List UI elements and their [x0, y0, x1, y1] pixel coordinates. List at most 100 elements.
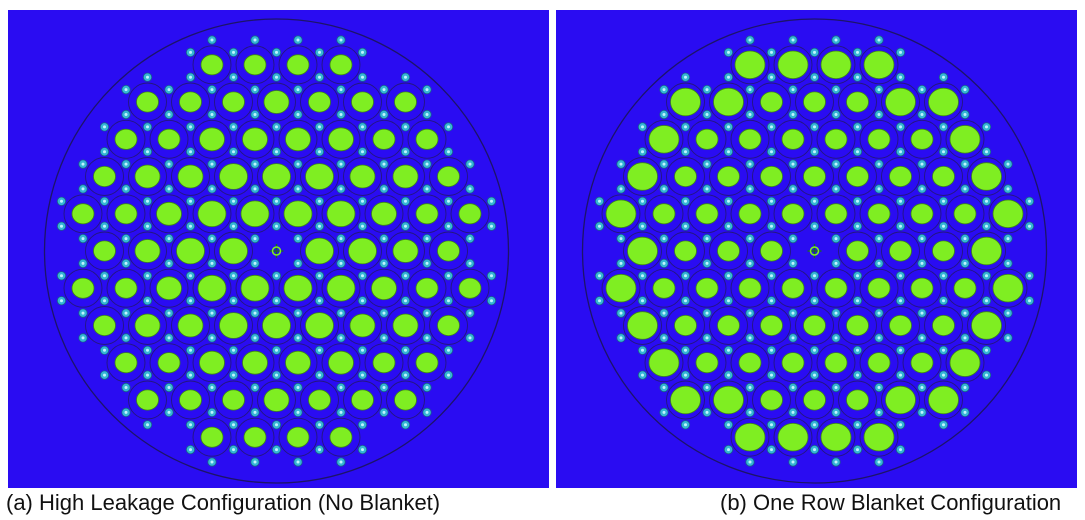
coolant-pin-core — [942, 199, 945, 203]
coolant-pin-core — [619, 261, 623, 265]
coolant-pin-core — [275, 299, 278, 303]
coolant-pin-core — [877, 113, 881, 116]
coolant-pin-core — [684, 274, 687, 278]
coolant-pin-core — [920, 187, 924, 191]
assembly-ring — [902, 119, 942, 159]
coolant-pin-core — [791, 237, 795, 241]
assembly-ring — [128, 157, 167, 196]
fuel-assembly — [910, 203, 934, 225]
coolant-pin-core — [210, 460, 214, 464]
fuel-assembly — [932, 165, 955, 187]
assembly-ring — [235, 119, 275, 159]
coolant-pin-core — [404, 299, 407, 303]
blanket-assembly — [627, 236, 658, 266]
coolant-pin-core — [856, 224, 859, 228]
coolant-pin-core — [361, 373, 364, 377]
fuel-assembly — [674, 314, 697, 336]
fuel-assembly — [243, 54, 267, 76]
assembly-ring — [687, 194, 727, 234]
assembly-ring — [967, 306, 1006, 345]
coolant-pin-core — [705, 336, 709, 340]
coolant-pin-core — [382, 237, 386, 241]
coolant-pin-core — [856, 125, 859, 129]
coolant-pin-core — [296, 237, 300, 241]
coolant-pin-core — [447, 348, 450, 352]
fuel-assembly — [136, 389, 159, 411]
fuel-assembly — [349, 313, 376, 338]
assembly-ring — [795, 157, 834, 196]
coolant-pin-core — [727, 299, 730, 303]
assembly-ring — [709, 82, 748, 122]
fuel-assembly — [157, 352, 181, 374]
assembly-ring — [709, 306, 748, 345]
fuel-assembly — [348, 237, 377, 265]
coolant-pin-core — [942, 224, 945, 228]
coolant-pin-core — [813, 299, 816, 303]
assembly-ring — [300, 306, 339, 345]
coolant-pin-core — [425, 88, 429, 92]
blanket-assembly — [820, 423, 852, 452]
coolant-pin-core — [727, 448, 730, 452]
coolant-pin-core — [425, 237, 429, 241]
coolant-pin-core — [641, 299, 644, 303]
coolant-pin-core — [124, 162, 128, 166]
blanket-assembly — [949, 125, 981, 154]
assembly-ring — [235, 194, 275, 234]
coolant-pin-core — [770, 423, 773, 427]
one-row-blanket-core-map — [556, 10, 1077, 488]
coolant-pin-core — [748, 113, 752, 116]
fuel-assembly — [392, 164, 419, 189]
coolant-pin-core — [296, 187, 300, 191]
coolant-pin-core — [727, 199, 730, 203]
blanket-assembly — [971, 162, 1002, 191]
assembly-ring — [429, 306, 468, 345]
assembly-ring — [214, 380, 253, 420]
fuel-assembly — [695, 352, 719, 374]
assembly-ring — [149, 194, 189, 234]
fuel-assembly — [242, 350, 268, 375]
coolant-pin-core — [920, 410, 924, 414]
assembly-ring — [235, 417, 275, 457]
fuel-assembly — [652, 203, 676, 225]
coolant-pin-core — [662, 311, 666, 315]
assembly-ring — [278, 45, 318, 85]
coolant-pin-core — [60, 199, 63, 203]
coolant-pin-core — [490, 224, 493, 228]
coolant-pin-core — [813, 199, 816, 203]
fuel-assembly — [824, 277, 848, 299]
blanket-assembly — [971, 311, 1002, 340]
fuel-assembly — [286, 426, 310, 448]
coolant-pin-core — [877, 187, 881, 191]
fuel-assembly — [717, 240, 740, 262]
coolant-pin-core — [619, 237, 623, 241]
blanket-assembly — [863, 50, 895, 80]
coolant-pin-core — [899, 448, 902, 452]
assembly-ring — [945, 194, 985, 234]
fuel-assembly — [824, 203, 848, 225]
coolant-pin-core — [813, 125, 816, 129]
coolant-pin-core — [232, 125, 235, 129]
coolant-pin-core — [490, 299, 493, 303]
coolant-pin-core — [727, 75, 730, 79]
assembly-ring — [128, 380, 167, 420]
fuel-assembly — [328, 127, 354, 152]
fuel-assembly — [134, 239, 161, 263]
coolant-pin-core — [684, 199, 687, 203]
assembly-ring — [192, 119, 232, 159]
coolant-pin-core — [856, 423, 859, 427]
blanket-assembly — [713, 87, 744, 117]
coolant-pin-core — [296, 386, 300, 389]
coolant-pin-core — [167, 336, 171, 340]
coolant-pin-core — [189, 373, 192, 377]
coolant-pin-core — [318, 373, 321, 377]
coolant-pin-core — [468, 336, 472, 340]
assembly-ring — [730, 268, 770, 308]
coolant-pin-core — [770, 50, 773, 54]
coolant-pin-core — [382, 336, 386, 340]
coolant-pin-core — [877, 386, 881, 389]
coolant-pin-core — [727, 50, 730, 54]
assembly-ring — [924, 231, 963, 271]
fuel-assembly — [392, 239, 419, 263]
fuel-assembly — [93, 314, 116, 336]
blanket-assembly — [992, 274, 1024, 303]
